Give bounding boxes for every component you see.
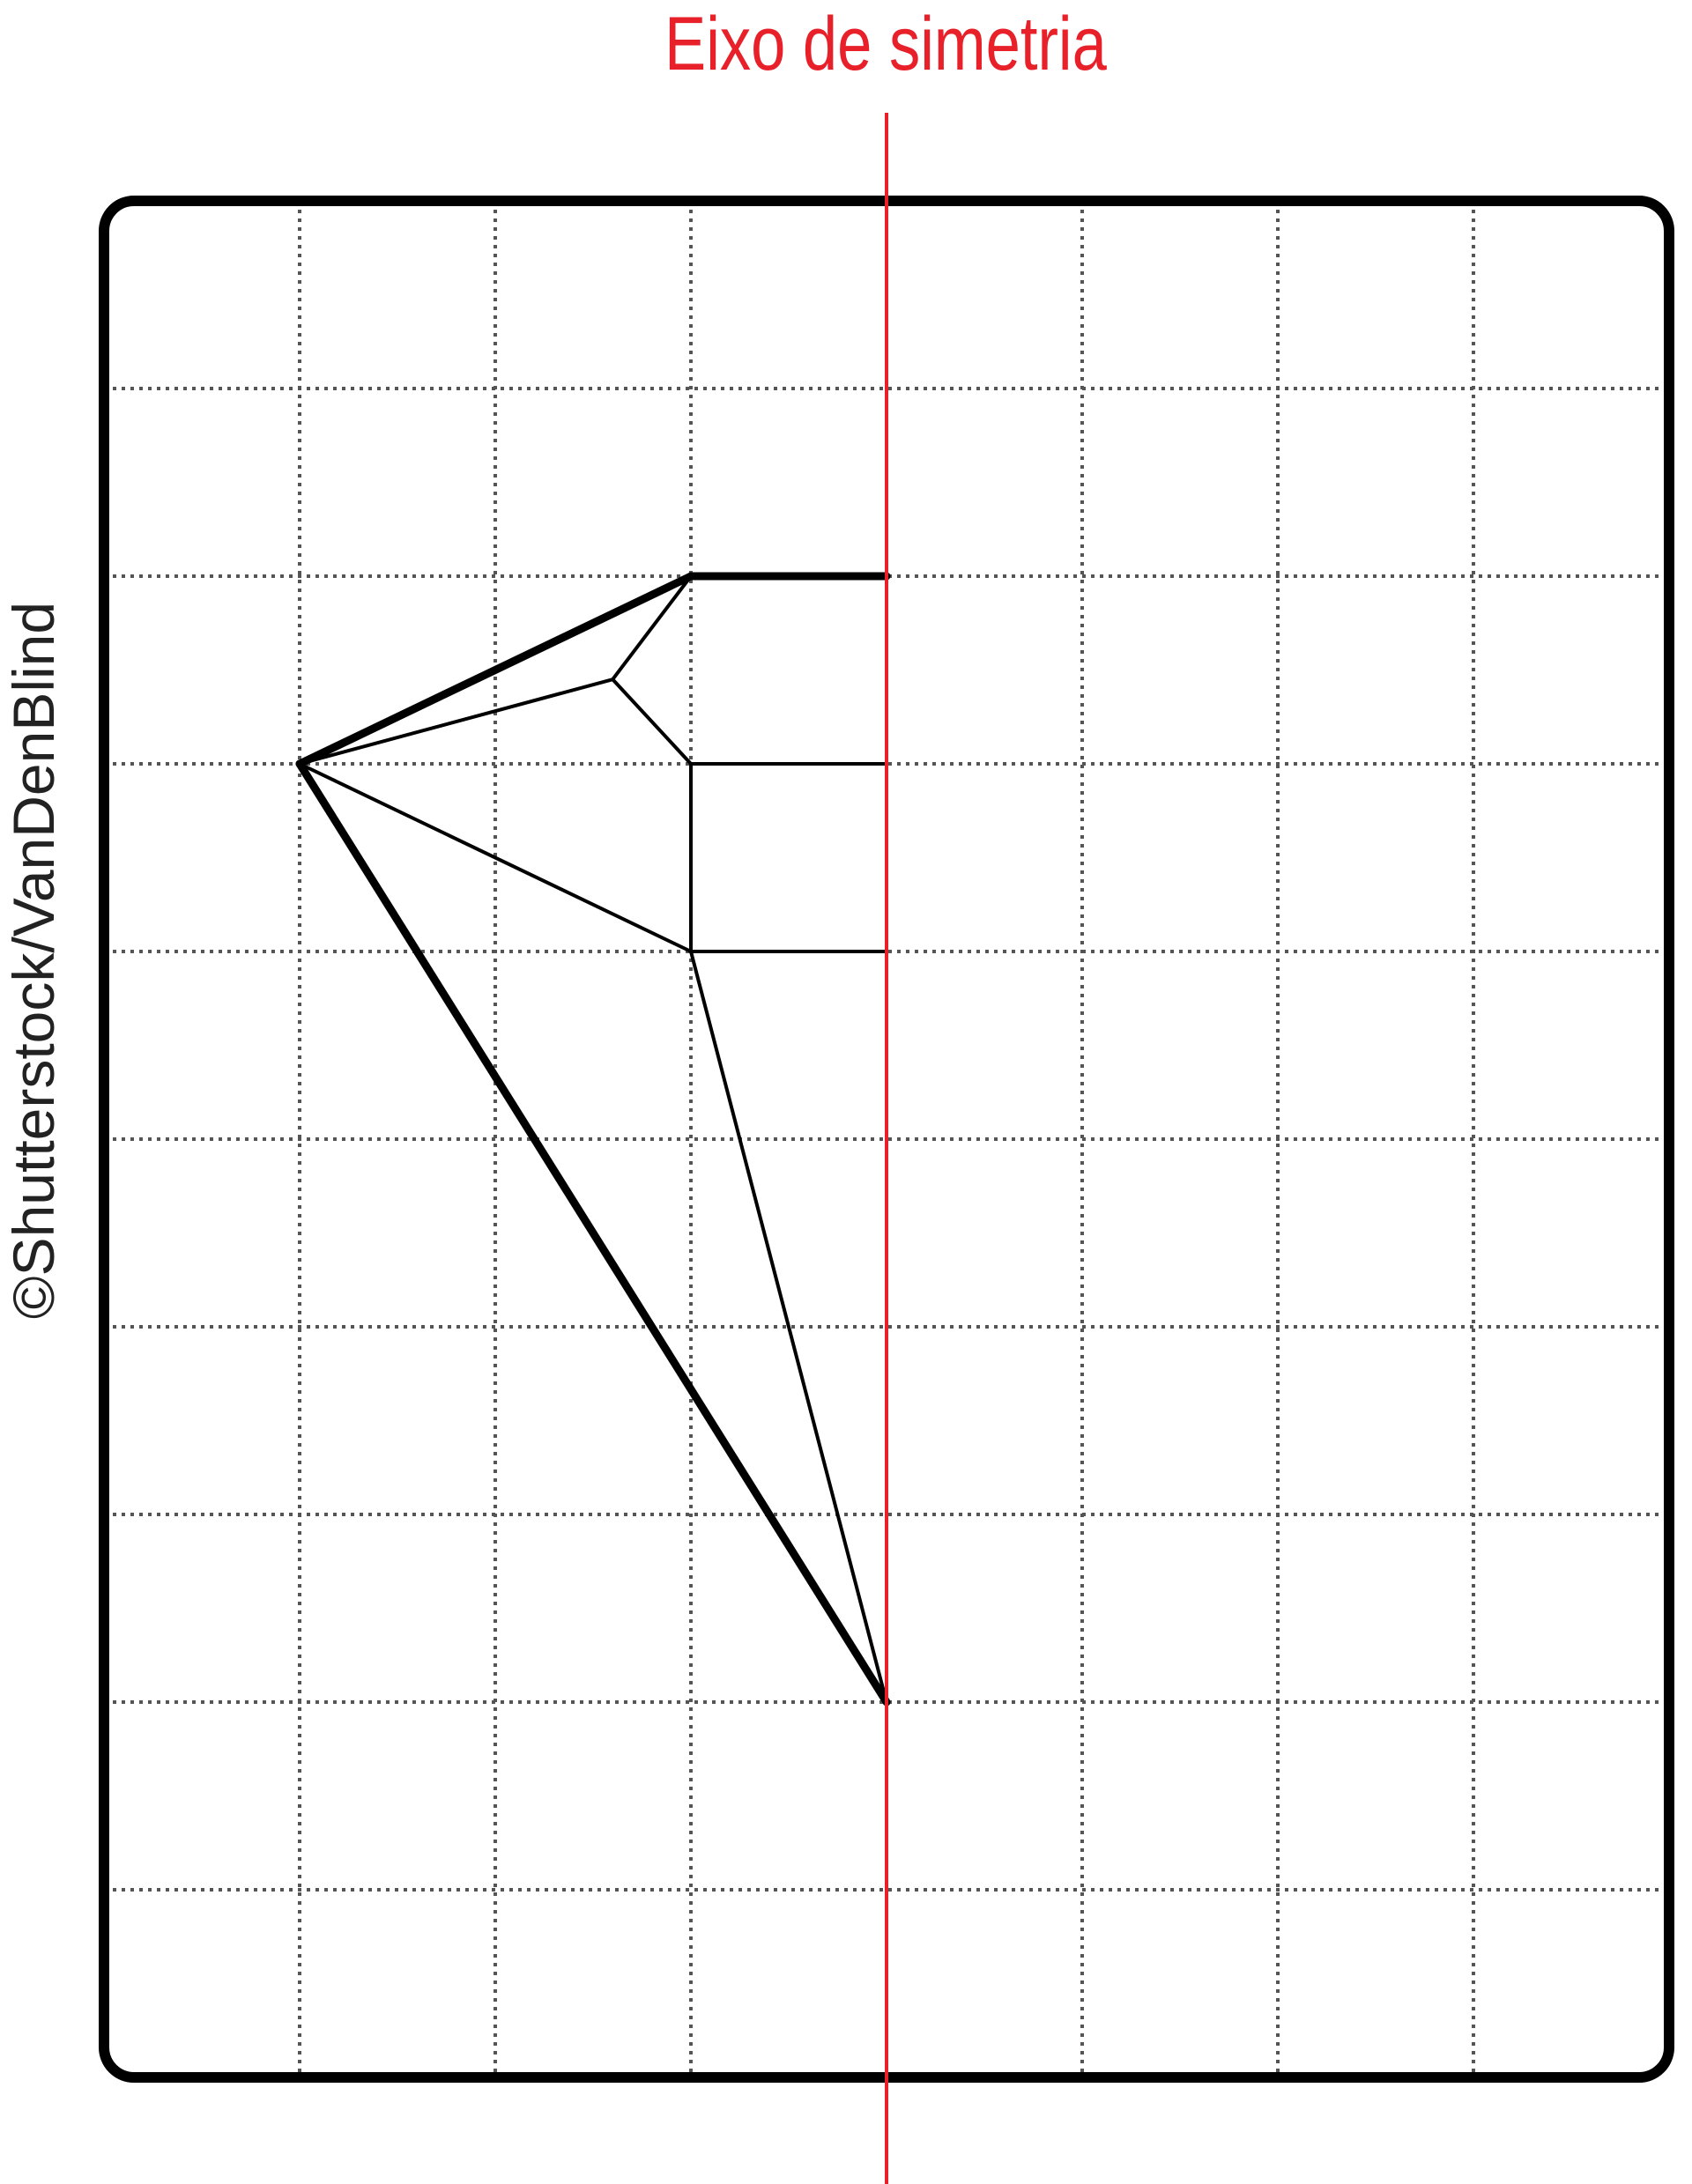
figure-outline-segment (295, 572, 695, 768)
figure-facet-segment (611, 677, 693, 766)
figure-outline-segment (295, 759, 891, 1706)
half-diamond-figure (295, 572, 891, 1706)
figure-facet-segment (298, 762, 693, 953)
figure-facet-segment (298, 677, 615, 766)
grid-lines (104, 201, 1669, 2077)
axis-of-symmetry-label: Eixo de simetria (664, 2, 1107, 86)
figure-facet-segment (689, 950, 888, 1704)
figure-facet-segment (611, 574, 693, 682)
